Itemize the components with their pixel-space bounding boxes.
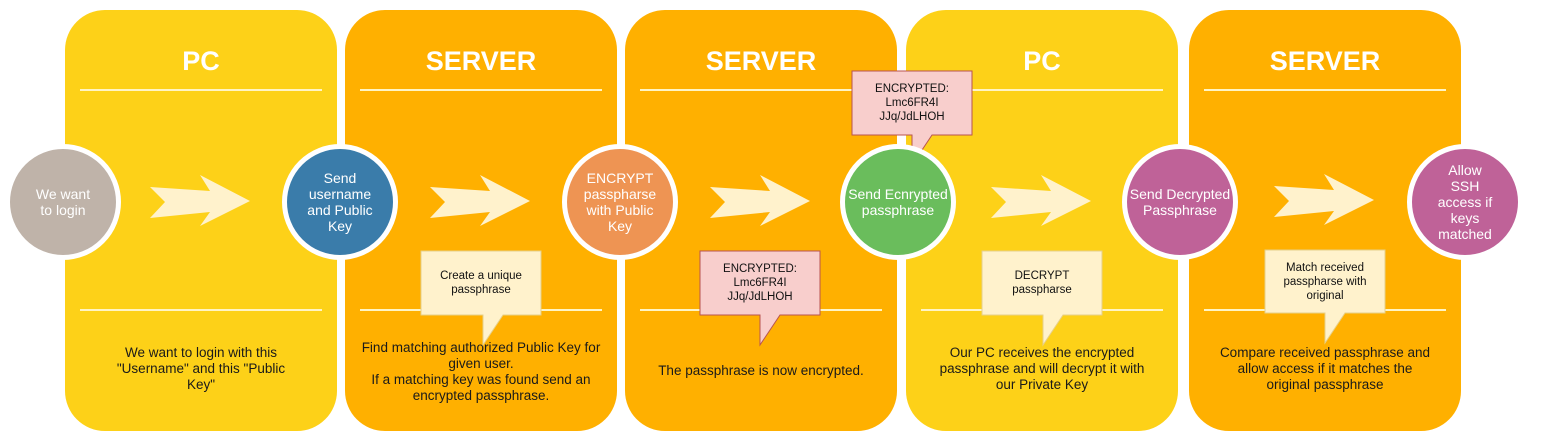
step-encrypt-passphrase: ENCRYPT passpharse with Public Key xyxy=(562,144,678,260)
step-label: Send Decrypted Passphrase xyxy=(1129,186,1231,218)
panel-title: SERVER xyxy=(705,46,817,76)
step-label: Allow SSH access if keys matched xyxy=(1437,162,1493,242)
step-send-username: Send username and Public Key xyxy=(282,144,398,260)
callout-create-passphrase: Create a unique passphrase xyxy=(440,270,522,296)
callout-shape xyxy=(699,250,821,347)
arrow-right-icon xyxy=(991,175,1091,226)
panel-description: The passphrase is now encrypted. xyxy=(658,363,864,378)
arrow-right-icon xyxy=(1274,174,1374,225)
arrow-right-icon xyxy=(430,175,530,226)
divider xyxy=(360,89,602,91)
step-label: Send Ecnrypted passphrase xyxy=(848,186,948,218)
step-label: ENCRYPT passpharse with Public Key xyxy=(583,170,657,234)
divider xyxy=(1204,89,1446,91)
step-label: We want to login xyxy=(35,186,91,218)
divider xyxy=(80,309,322,311)
arrow-right-icon xyxy=(150,175,250,226)
step-send-decrypted: Send Decrypted Passphrase xyxy=(1122,144,1238,260)
panel-description: We want to login with this "Username" an… xyxy=(116,345,286,392)
panel-description: Compare received passphrase and allow ac… xyxy=(1219,345,1431,392)
step-send-encrypted: Send Ecnrypted passphrase xyxy=(840,144,956,260)
divider xyxy=(640,89,882,91)
callout-shape xyxy=(981,250,1103,347)
panel-description: Find matching authorized Public Key for … xyxy=(361,340,601,403)
callout-match: Match received passpharse with original xyxy=(1283,261,1367,302)
callout-encrypted: ENCRYPTED: Lmc6FR4I JJq/JdLHOH xyxy=(875,83,949,123)
step-we-want-to-login: We want to login xyxy=(5,144,121,260)
callout-decrypt: DECRYPT passpharse xyxy=(1012,270,1072,296)
panel-title: PC xyxy=(182,46,220,76)
step-label: Send username and Public Key xyxy=(307,170,373,234)
callout-shape xyxy=(1264,249,1386,345)
panel-title: PC xyxy=(1023,46,1061,76)
callout-encrypted: ENCRYPTED: Lmc6FR4I JJq/JdLHOH xyxy=(723,263,797,303)
step-allow-ssh: Allow SSH access if keys matched xyxy=(1407,144,1523,260)
panel-title: SERVER xyxy=(425,46,537,76)
divider xyxy=(921,89,1163,91)
panel-title: SERVER xyxy=(1269,46,1381,76)
arrow-right-icon xyxy=(710,175,810,226)
divider xyxy=(80,89,322,91)
panel-description: Our PC receives the encrypted passphrase… xyxy=(939,345,1145,392)
callout-shape xyxy=(420,250,542,347)
